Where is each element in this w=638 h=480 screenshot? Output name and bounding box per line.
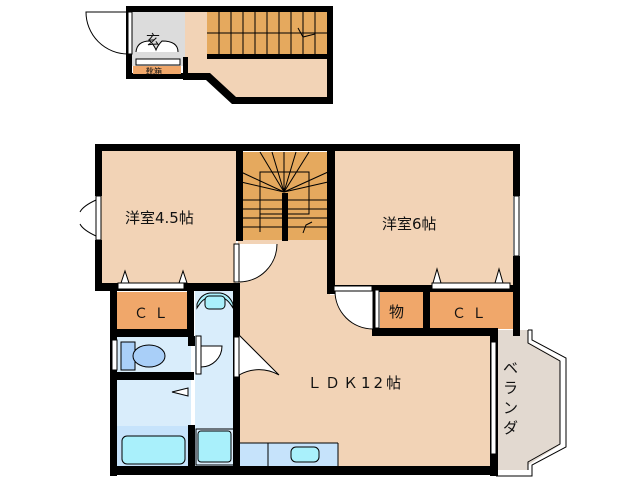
- veranda-label: ベランダ: [503, 359, 519, 437]
- room-western-large-label: 洋室6帖: [382, 215, 437, 233]
- washbasin-icon: [197, 430, 232, 463]
- room-western-large: [335, 150, 513, 288]
- storage-label: 物: [389, 303, 405, 321]
- closet-left: [117, 292, 187, 330]
- bathtub-icon: [121, 435, 186, 465]
- floor1-plan: [85, 6, 333, 104]
- room-western-small-label: 洋室4.5帖: [125, 209, 194, 227]
- shoe-box-label: 靴箱: [146, 67, 162, 76]
- floor2-plan: [79, 144, 567, 477]
- closet-right-label: ＣＬ: [452, 306, 492, 322]
- shoe-box: [133, 66, 181, 74]
- entrance-door-swing: [85, 11, 129, 55]
- room-western-small: [101, 150, 236, 285]
- veranda-area: [496, 330, 560, 470]
- ldk-label: ＬＤＫ12帖: [307, 374, 405, 392]
- toilet-bowl-icon: [132, 344, 166, 368]
- sink-icon: [290, 446, 320, 463]
- entrance-area: [131, 10, 185, 66]
- storage: [380, 292, 423, 329]
- vanity-icon: [204, 295, 226, 310]
- entrance-label: 玄: [146, 33, 160, 49]
- kitchen-counter: [240, 443, 338, 467]
- closet-right: [430, 292, 513, 329]
- closet-left-label: ＣＬ: [134, 306, 174, 322]
- ldk-area: [238, 240, 490, 467]
